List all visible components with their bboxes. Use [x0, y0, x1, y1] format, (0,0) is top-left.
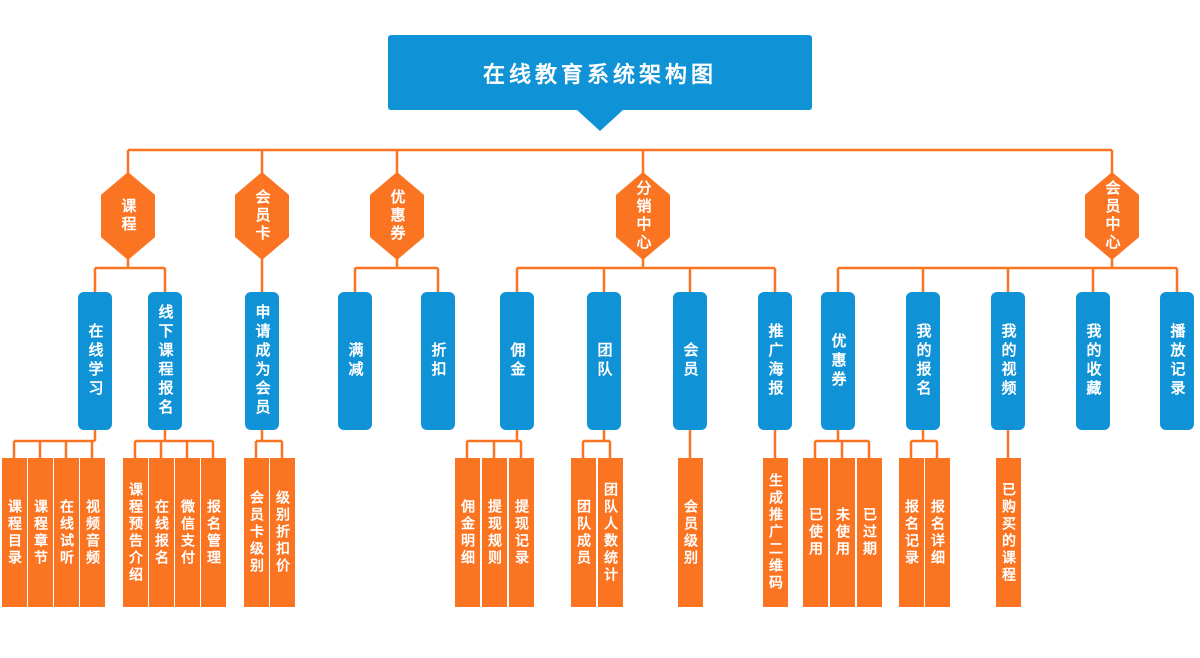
category-hexagon-label: 会员卡 [253, 189, 272, 243]
feature-box: 生成推广二维码 [762, 458, 788, 607]
feature-box-label: 团队成员 [575, 498, 591, 567]
category-hexagon-label: 会员中心 [1103, 180, 1122, 252]
module-box: 我的收藏 [1076, 292, 1110, 430]
module-box-label: 折扣 [429, 342, 448, 380]
feature-box: 已过期 [856, 458, 882, 607]
module-box-label: 优惠券 [829, 332, 848, 390]
feature-box-label: 视频音频 [84, 498, 100, 567]
feature-box-label: 课程章节 [32, 498, 48, 567]
feature-box: 课程章节 [27, 458, 53, 607]
feature-box: 课程预告介绍 [122, 458, 148, 607]
module-box-label: 线下课程报名 [156, 304, 175, 418]
feature-box: 微信支付 [174, 458, 200, 607]
feature-box: 佣金明细 [454, 458, 480, 607]
module-box-label: 申请成为会员 [253, 304, 272, 418]
feature-box: 级别折扣价 [269, 458, 295, 607]
module-box: 佣金 [500, 292, 534, 430]
feature-box-label: 会员卡级别 [248, 490, 264, 575]
module-box: 申请成为会员 [245, 292, 279, 430]
feature-box-label: 在线试听 [58, 498, 74, 567]
feature-box-label: 佣金明细 [459, 498, 475, 567]
module-box-label: 佣金 [508, 342, 527, 380]
module-box-label: 我的视频 [999, 323, 1018, 399]
feature-box: 已使用 [802, 458, 828, 607]
feature-box: 在线试听 [53, 458, 79, 607]
module-box: 在线学习 [78, 292, 112, 430]
feature-box: 报名详细 [924, 458, 950, 607]
feature-box: 在线报名 [148, 458, 174, 607]
module-box: 线下课程报名 [148, 292, 182, 430]
title-box: 在线教育系统架构图 [388, 35, 812, 131]
module-box-label: 我的收藏 [1084, 323, 1103, 399]
module-box: 满减 [338, 292, 372, 430]
feature-box: 课程目录 [1, 458, 27, 607]
feature-box-label: 提现规则 [486, 498, 502, 567]
feature-box-label: 提现记录 [513, 498, 529, 567]
module-box-label: 团队 [595, 342, 614, 380]
module-box: 折扣 [421, 292, 455, 430]
feature-box-label: 已使用 [807, 507, 823, 558]
module-box: 我的报名 [906, 292, 940, 430]
feature-box: 未使用 [829, 458, 855, 607]
module-box: 我的视频 [991, 292, 1025, 430]
down-arrow-icon [577, 110, 623, 131]
feature-box-label: 生成推广二维码 [767, 473, 783, 592]
module-box: 推广海报 [758, 292, 792, 430]
feature-box: 提现记录 [508, 458, 534, 607]
module-box-label: 满减 [346, 342, 365, 380]
page-title: 在线教育系统架构图 [482, 62, 717, 88]
category-hexagon-label: 分销中心 [634, 180, 653, 252]
module-box: 优惠券 [821, 292, 855, 430]
module-box-label: 播放记录 [1168, 323, 1187, 399]
feature-box: 会员卡级别 [243, 458, 269, 607]
module-box-label: 推广海报 [766, 323, 785, 399]
feature-box: 报名管理 [200, 458, 226, 607]
feature-box: 提现规则 [481, 458, 507, 607]
module-box-label: 在线学习 [86, 323, 105, 399]
feature-box: 团队人数统计 [597, 458, 623, 607]
feature-box-label: 报名记录 [903, 498, 919, 567]
category-hexagon-label: 课程 [119, 198, 138, 234]
module-box: 会员 [673, 292, 707, 430]
feature-box-label: 级别折扣价 [274, 490, 290, 575]
feature-box-label: 课程预告介绍 [127, 481, 143, 584]
feature-box-label: 报名管理 [205, 498, 221, 567]
feature-box: 视频音频 [79, 458, 105, 607]
feature-box-label: 已过期 [861, 507, 877, 558]
module-box: 团队 [587, 292, 621, 430]
module-box-label: 会员 [681, 342, 700, 380]
module-box: 播放记录 [1160, 292, 1194, 430]
feature-box-label: 课程目录 [6, 498, 22, 567]
feature-box-label: 会员级别 [682, 498, 698, 567]
feature-box-label: 在线报名 [153, 498, 169, 567]
feature-box: 会员级别 [677, 458, 703, 607]
feature-box-label: 报名详细 [929, 498, 945, 567]
feature-box: 报名记录 [898, 458, 924, 607]
feature-box: 团队成员 [570, 458, 596, 607]
feature-box-label: 已购买的课程 [1000, 481, 1016, 584]
feature-box-label: 团队人数统计 [602, 481, 618, 584]
feature-box-label: 未使用 [834, 507, 850, 558]
feature-box-label: 微信支付 [179, 498, 195, 567]
feature-box: 已购买的课程 [995, 458, 1021, 607]
module-box-label: 我的报名 [914, 323, 933, 399]
category-hexagon-label: 优惠券 [388, 189, 407, 243]
